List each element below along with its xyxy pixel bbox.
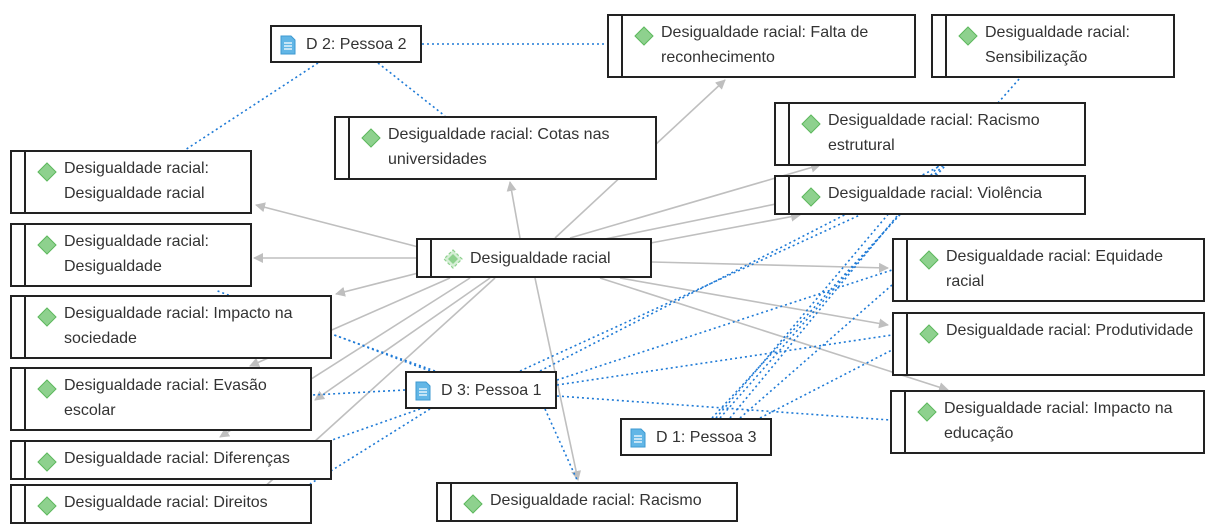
document-icon <box>630 428 646 448</box>
node-bar <box>430 240 432 276</box>
node-bar <box>24 297 26 357</box>
code-node-falta-de-reconhecimento[interactable]: Desigualdade racial: Falta de reconhecim… <box>607 14 916 78</box>
node-bar <box>24 152 26 212</box>
node-label: Desigualdade racial: Diferenças <box>64 450 290 467</box>
node-bar <box>621 16 623 76</box>
node-bar <box>788 104 790 164</box>
node-bar <box>24 486 26 522</box>
document-icon <box>415 381 431 401</box>
node-bar <box>24 225 26 285</box>
code-node-impacto-na-sociedade[interactable]: Desigualdade racial: Impacto na sociedad… <box>10 295 332 359</box>
diamond-code-icon <box>801 187 821 207</box>
relation-arrow <box>506 181 521 239</box>
node-bar <box>945 16 947 76</box>
document-d3-pessoa-1[interactable]: D 3: Pessoa 1 <box>405 371 557 409</box>
document-link <box>519 214 861 372</box>
code-node-evasao-escolar[interactable]: Desigualdade racial: Evasão escolar <box>10 367 312 431</box>
diamond-code-icon <box>958 26 978 46</box>
diamond-code-icon <box>463 494 483 514</box>
node-bar <box>788 177 790 213</box>
document-link <box>759 349 893 419</box>
node-label: Desigualdade racial: Evasão escolar <box>64 377 267 419</box>
diamond-code-icon <box>917 402 937 422</box>
document-link <box>377 62 446 117</box>
code-node-diferencas[interactable]: Desigualdade racial: Diferenças <box>10 440 332 480</box>
document-link <box>319 329 436 372</box>
node-label: Desigualdade racial: Impacto na educação <box>944 400 1173 442</box>
node-label: Desigualdade racial: Desigualdade <box>64 233 209 275</box>
diamond-code-icon <box>37 307 57 327</box>
node-bar <box>906 314 908 374</box>
node-label: Desigualdade racial: Sensibilização <box>985 24 1130 66</box>
document-d1-pessoa-3[interactable]: D 1: Pessoa 3 <box>620 418 772 456</box>
document-link <box>556 269 893 381</box>
relation-arrow <box>639 211 801 246</box>
relation-arrow <box>619 277 889 329</box>
document-link <box>556 334 893 386</box>
node-label: Desigualdade racial: Violência <box>828 185 1043 202</box>
code-node-direitos[interactable]: Desigualdade racial: Direitos <box>10 484 312 524</box>
relation-arrow <box>651 261 889 273</box>
code-node-racismo[interactable]: Desigualdade racial: Racismo <box>436 482 738 522</box>
diamond-code-icon <box>37 162 57 182</box>
node-bar <box>348 118 350 178</box>
code-node-produtividade[interactable]: Desigualdade racial: Produtividade <box>892 312 1205 376</box>
diamond-code-icon <box>37 496 57 516</box>
node-bar <box>906 240 908 300</box>
document-label: D 3: Pessoa 1 <box>441 382 542 399</box>
code-node-violencia[interactable]: Desigualdade racial: Violência <box>774 175 1086 215</box>
document-icon <box>280 35 296 55</box>
document-link <box>311 389 406 396</box>
document-link <box>715 211 891 419</box>
document-link <box>556 395 891 421</box>
node-bar <box>450 484 452 520</box>
code-node-desigualdade-racial-desigualdade-racial[interactable]: Desigualdade racial: Desigualdade racial <box>10 150 252 214</box>
node-label: Desigualdade racial: Racismo estrutural <box>828 112 1040 154</box>
document-link <box>331 408 421 441</box>
node-label: Desigualdade racial: Equidade racial <box>946 248 1164 290</box>
diamond-code-icon <box>634 26 654 46</box>
node-bar <box>904 392 906 452</box>
node-label: Desigualdade racial <box>470 250 611 267</box>
diamond-code-icon <box>37 452 57 472</box>
diamond-code-icon <box>37 235 57 255</box>
node-label: Desigualdade racial: Desigualdade racial <box>64 160 209 202</box>
diamond-code-icon <box>801 114 821 134</box>
node-label: Desigualdade racial: Direitos <box>64 494 268 511</box>
relation-arrow <box>599 277 949 393</box>
diamond-code-icon <box>37 379 57 399</box>
document-link <box>184 62 319 151</box>
code-node-cotas-nas-universidades[interactable]: Desigualdade racial: Cotas nas universid… <box>334 116 657 180</box>
document-d2-pessoa-2[interactable]: D 2: Pessoa 2 <box>270 25 422 63</box>
document-label: D 1: Pessoa 3 <box>656 429 757 446</box>
document-label: D 2: Pessoa 2 <box>306 36 407 53</box>
node-bar <box>24 369 26 429</box>
node-label: Desigualdade racial: Impacto na sociedad… <box>64 305 293 347</box>
node-label: Desigualdade racial: Produtividade <box>946 322 1194 339</box>
code-node-impacto-na-educacao[interactable]: Desigualdade racial: Impacto na educação <box>890 390 1205 454</box>
document-link <box>739 284 893 419</box>
node-label: Desigualdade racial: Falta de reconhecim… <box>661 24 869 66</box>
code-node-desigualdade[interactable]: Desigualdade racial: Desigualdade <box>10 223 252 287</box>
document-link <box>544 408 579 483</box>
document-link <box>309 408 431 485</box>
code-node-equidade-racial[interactable]: Desigualdade racial: Equidade racial <box>892 238 1205 302</box>
node-label: Desigualdade racial: Racismo <box>490 492 702 509</box>
diamond-code-icon <box>919 250 939 270</box>
relation-arrow <box>255 202 431 251</box>
code-node-racismo-estrutural[interactable]: Desigualdade racial: Racismo estrutural <box>774 102 1086 166</box>
relation-arrow <box>314 277 491 401</box>
code-node-sensibilizacao[interactable]: Desigualdade racial: Sensibilização <box>931 14 1175 78</box>
diamond-cluster-icon <box>443 249 463 269</box>
node-bar <box>24 442 26 478</box>
relation-arrow <box>335 269 431 297</box>
code-node-central-desigualdade-racial[interactable]: Desigualdade racial <box>416 238 652 278</box>
diamond-code-icon <box>361 128 381 148</box>
node-label: Desigualdade racial: Cotas nas universid… <box>388 126 610 168</box>
diamond-code-icon <box>919 324 939 344</box>
